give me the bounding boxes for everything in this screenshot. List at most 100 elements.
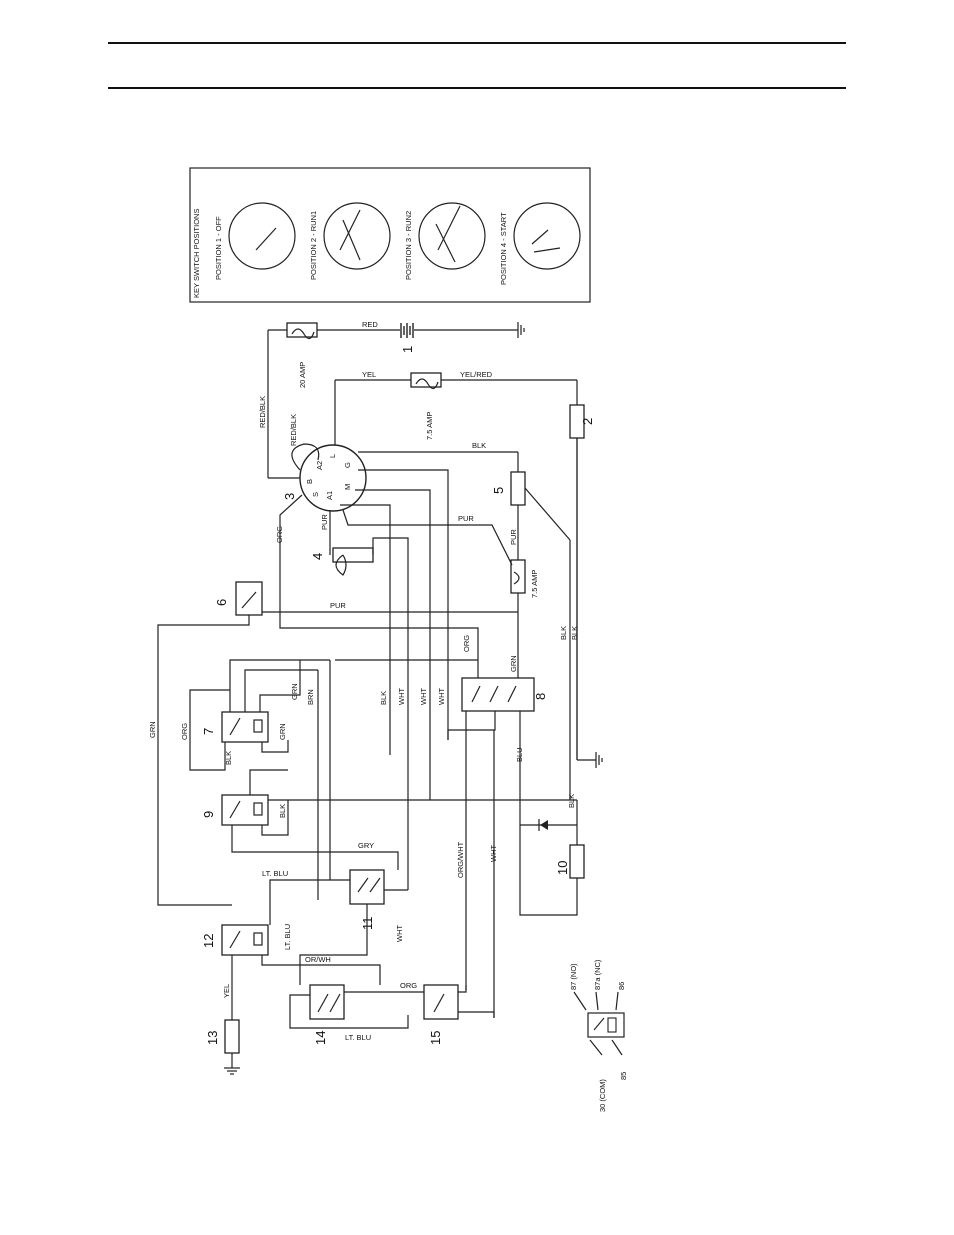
- org-to-component-6: ORG ORG: [275, 494, 479, 680]
- ignition-switch: RED/BLK 3 B A2 L G M A1 S: [282, 414, 367, 512]
- fuse-7-5-amp-label: 7.5 AMP: [530, 570, 539, 598]
- fuse-20-amp-label: 20 AMP: [298, 362, 307, 388]
- component-14: 14 OR/WH LT. BLU ORG: [289, 955, 424, 1045]
- trunk-wires: BRN BLK WHT WHT WHT: [306, 659, 478, 900]
- wire-label: PUR: [330, 601, 346, 610]
- wire-label: ORG/WHT: [456, 841, 465, 878]
- wire-label: YEL: [222, 984, 231, 998]
- wire-label: ORG: [462, 635, 471, 652]
- terminal-a1: A1: [325, 491, 334, 500]
- component-number: 5: [491, 487, 506, 494]
- wire-label: RED/BLK: [258, 396, 267, 428]
- component-number: 13: [205, 1031, 220, 1045]
- wire-label: OR/WH: [305, 955, 331, 964]
- wire-label: GRN: [278, 723, 287, 740]
- component-number: 7: [201, 728, 216, 735]
- terminal-l: L: [328, 454, 337, 458]
- terminal-a2: A2: [315, 461, 324, 470]
- key-position-4: POSITION 4 - START: [499, 202, 581, 285]
- wire-label: BLK: [379, 691, 388, 705]
- wire-label: GRN: [148, 721, 157, 738]
- wire-label: LT. BLU: [345, 1033, 371, 1042]
- fuse-7-5-amp-label: 7.5 AMP: [425, 412, 434, 440]
- wire-label: PUR: [509, 529, 518, 545]
- component-number: 3: [282, 493, 297, 500]
- key-position-1: POSITION 1 - OFF: [214, 202, 296, 280]
- component-5: [510, 471, 526, 506]
- terminal-m: M: [343, 484, 352, 490]
- fuse-20-amp: [286, 322, 318, 338]
- wire-label: RED/BLK: [289, 414, 298, 446]
- component-7: 7 ORG GRN GRN BLK: [180, 659, 330, 771]
- key-switch-title: KEY SWITCH POSITIONS: [192, 209, 201, 298]
- terminal-b: B: [305, 479, 314, 484]
- wire-label: GRN: [290, 683, 299, 700]
- fuse-7-5-amp: [410, 372, 442, 388]
- component-number: 10: [555, 861, 570, 875]
- ground-symbol-13: [224, 1067, 240, 1075]
- key-position-label: POSITION 1 - OFF: [214, 216, 223, 280]
- component-number: 2: [580, 418, 595, 425]
- component-13: 13: [205, 1019, 240, 1075]
- wire-label: WHT: [419, 688, 428, 705]
- battery-feed: 20 AMP RED 1 RED/BLK: [258, 320, 525, 479]
- wire-label: LT. BLU: [283, 924, 292, 950]
- wire-label: GRY: [358, 841, 374, 850]
- ground-symbol-right: [595, 752, 603, 768]
- wire-label: BLK: [278, 804, 287, 818]
- key-switch-panel: KEY SWITCH POSITIONS POSITION 1 - OFF PO…: [189, 167, 591, 303]
- wire-label: BLK: [559, 626, 568, 640]
- component-15: 15: [423, 984, 495, 1045]
- switch-bus-wires: [340, 469, 449, 800]
- fuse-7-5-amp-lower: [510, 559, 526, 594]
- key-position-label: POSITION 4 - START: [499, 212, 508, 285]
- component-number: 1: [400, 346, 415, 353]
- wire-label: BLU: [515, 747, 524, 762]
- component-6: 6 GRN: [148, 581, 263, 906]
- wire-label: RED: [362, 320, 378, 329]
- battery: [400, 323, 414, 338]
- component-9: 9 BLK GRY: [201, 769, 399, 870]
- wire-label: PUR: [458, 514, 474, 523]
- component-number: 8: [533, 693, 548, 700]
- component-11: 11 LT. BLU WHT: [262, 869, 408, 985]
- key-position-label: POSITION 3 - RUN2: [404, 211, 413, 280]
- wire-label: WHT: [397, 688, 406, 705]
- ground-symbol: [517, 322, 525, 338]
- wire-label: GRN: [509, 655, 518, 672]
- blk-to-component-5: BLK 5 PUR 7.5 AMP GRN: [358, 441, 539, 690]
- component-number: 14: [313, 1031, 328, 1045]
- relay-terminal-85: 85: [619, 1072, 628, 1080]
- wire-label: BRN: [306, 689, 315, 705]
- component-number: 6: [214, 599, 229, 606]
- key-position-3: POSITION 3 - RUN2: [404, 202, 486, 280]
- wire-label: WHT: [437, 688, 446, 705]
- header-rule-top: [108, 42, 846, 44]
- wire-label: YEL/RED: [460, 370, 493, 379]
- terminal-g: G: [343, 462, 352, 468]
- wire-label: BLK: [570, 626, 579, 640]
- wire-label: BLK: [472, 441, 486, 450]
- component-number: 9: [201, 811, 216, 818]
- component-4: 4: [310, 537, 409, 890]
- component-number: 12: [201, 934, 216, 948]
- relay-terminal-86: 86: [617, 982, 626, 990]
- wire-label: LT. BLU: [262, 869, 288, 878]
- component-10: 10: [519, 825, 585, 916]
- wire-label: PUR: [320, 514, 329, 530]
- relay-terminal-87: 87 (NO): [569, 963, 578, 990]
- terminal-s: S: [311, 492, 320, 497]
- relay-legend: 87 (NO) 87a (NC) 86 30 (COM) 85: [569, 959, 628, 1112]
- wire-label: WHT: [395, 925, 404, 942]
- component-8: 8 BLU ORG/WHT WHT: [447, 677, 548, 1018]
- component-12: 12 LT. BLU YEL: [201, 924, 381, 1020]
- wire-label: ORG: [400, 981, 417, 990]
- wire-label: ORG: [275, 526, 284, 543]
- wire-label: WHT: [489, 845, 498, 862]
- wire-label: ORG: [180, 723, 189, 740]
- key-position-2: POSITION 2 - RUN1: [309, 202, 391, 280]
- wire-label: BLK: [567, 794, 576, 808]
- wire-label: YEL: [362, 370, 376, 379]
- header-rule-bottom: [108, 87, 846, 89]
